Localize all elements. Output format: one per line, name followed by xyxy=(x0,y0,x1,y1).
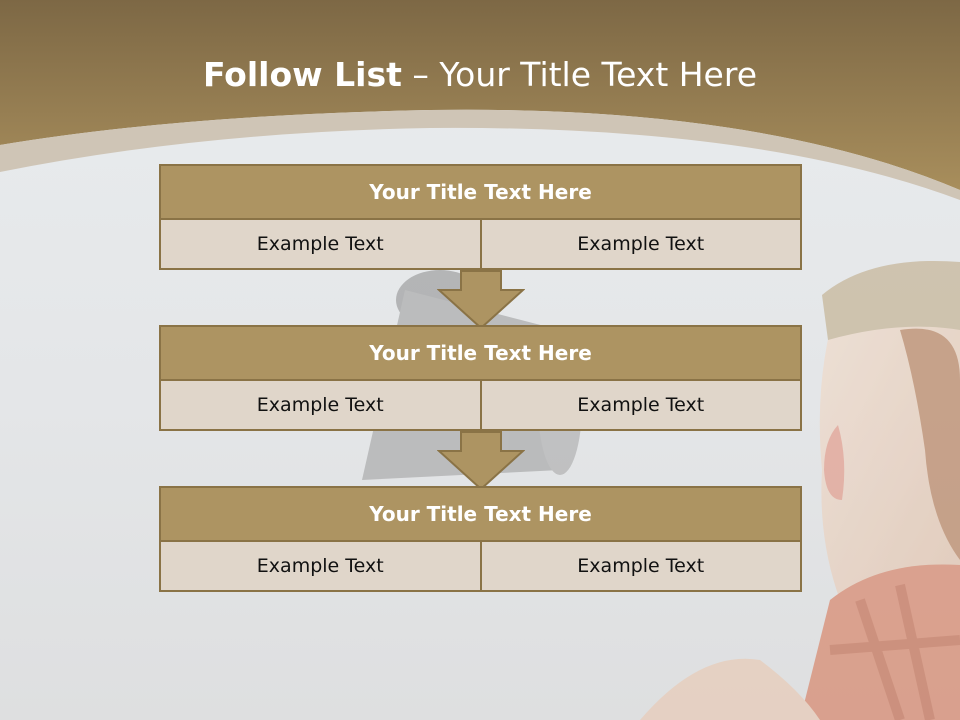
flow-block-1: Your Title Text Here Example Text Exampl… xyxy=(159,164,802,270)
flow-block-row: Example Text Example Text xyxy=(159,542,802,592)
flow-cell-right: Example Text xyxy=(479,220,800,268)
flow-block-3: Your Title Text Here Example Text Exampl… xyxy=(159,486,802,592)
down-arrow-icon xyxy=(437,270,525,330)
down-arrow-icon xyxy=(437,431,525,491)
flow-cell-left: Example Text xyxy=(161,381,480,429)
flow-cell-left: Example Text xyxy=(161,220,480,268)
flow-block-title: Your Title Text Here xyxy=(159,325,802,381)
flow-block-row: Example Text Example Text xyxy=(159,220,802,270)
flow-cell-right: Example Text xyxy=(479,542,800,590)
slide-title-rest: – Your Title Text Here xyxy=(412,55,758,94)
child-illustration xyxy=(640,260,960,720)
header-band xyxy=(0,0,960,190)
slide-title-strong: Follow List xyxy=(202,55,402,94)
flow-block-title: Your Title Text Here xyxy=(159,164,802,220)
flow-block-2: Your Title Text Here Example Text Exampl… xyxy=(159,325,802,431)
slide-title: Follow List – Your Title Text Here xyxy=(0,52,960,98)
flow-cell-right: Example Text xyxy=(479,381,800,429)
flow-cell-left: Example Text xyxy=(161,542,480,590)
header-swoosh xyxy=(0,109,960,200)
flow-block-title: Your Title Text Here xyxy=(159,486,802,542)
flow-block-row: Example Text Example Text xyxy=(159,381,802,431)
